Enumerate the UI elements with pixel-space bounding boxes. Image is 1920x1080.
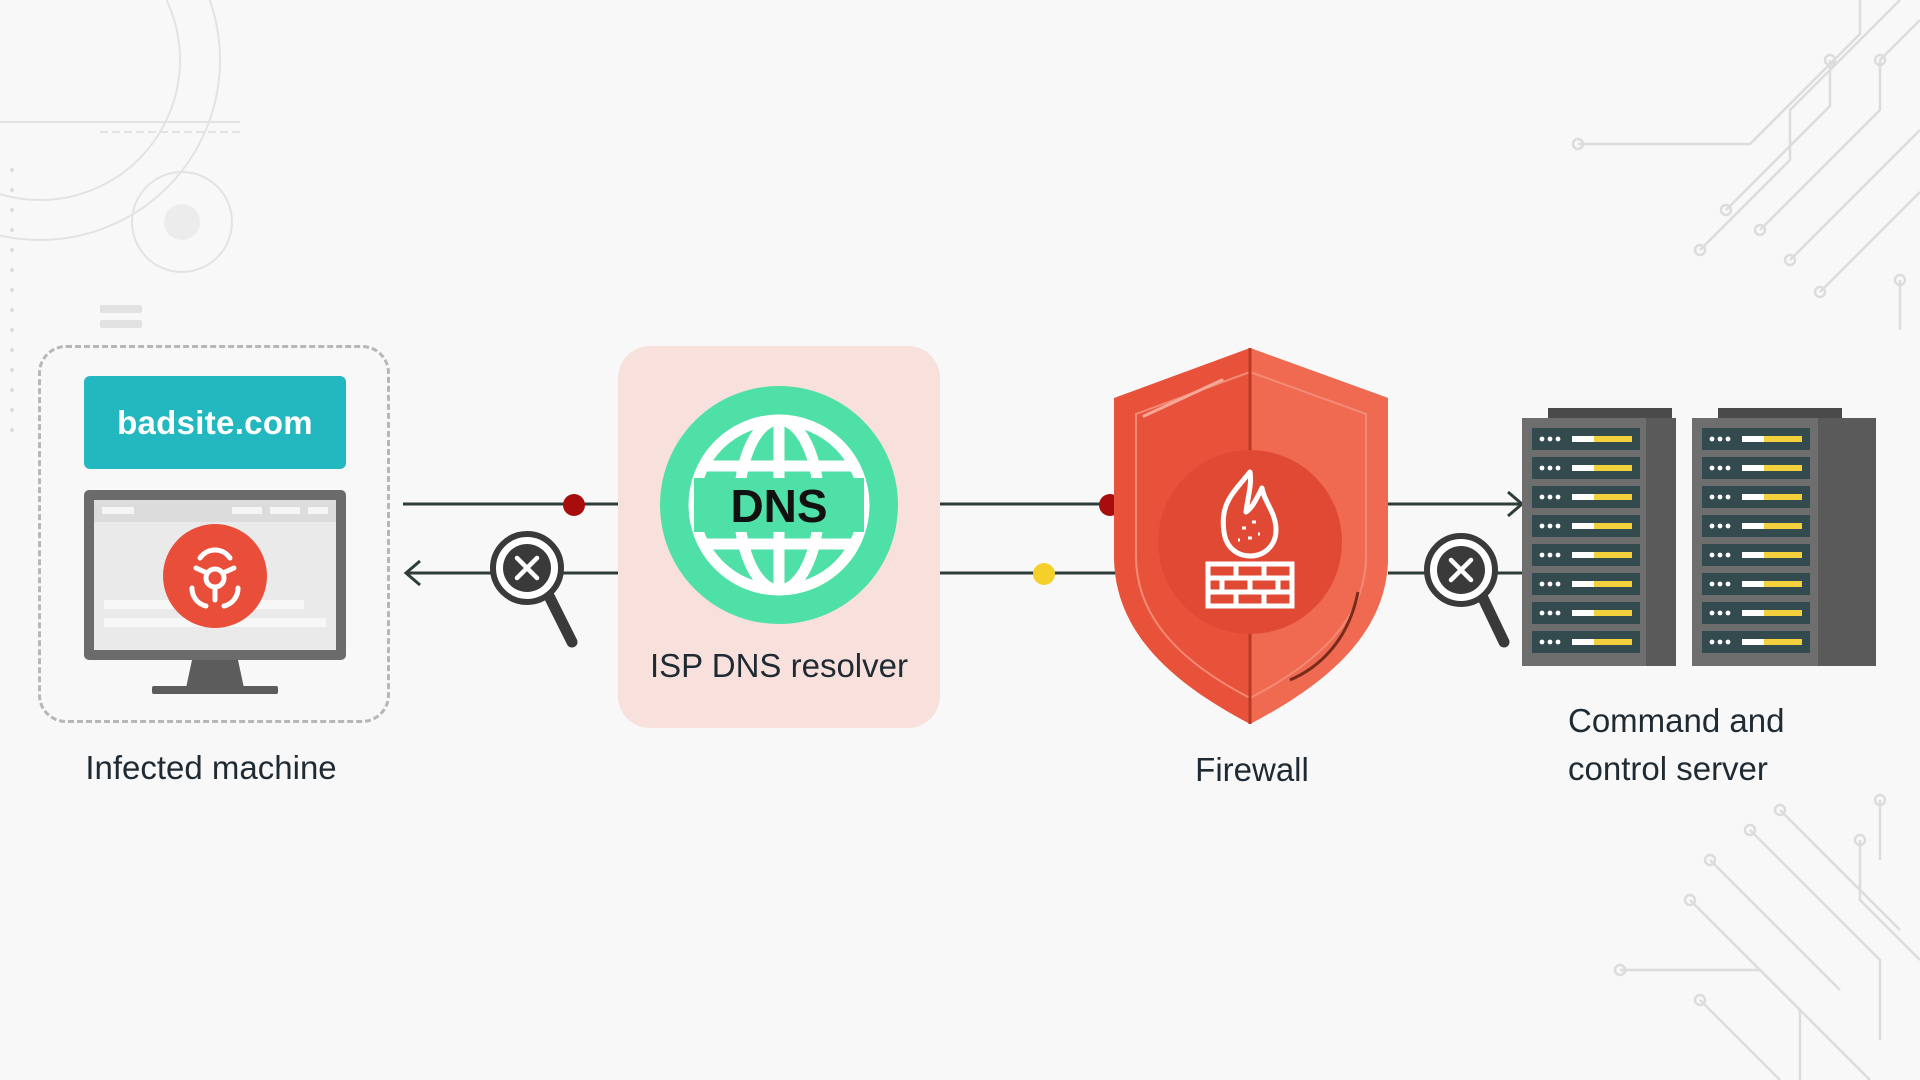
circuit-bottom-right-decoration — [1613, 793, 1920, 1080]
server-unit — [1532, 457, 1640, 479]
infected-machine-label: Infected machine — [85, 749, 337, 786]
server-unit — [1702, 602, 1810, 624]
infected-machine-frame — [38, 345, 390, 723]
dns-resolver-label: ISP DNS resolver — [650, 647, 908, 684]
firewall-label: Firewall — [1195, 751, 1309, 788]
dotted-left-edge-decoration — [10, 168, 14, 432]
server-unit — [1532, 486, 1640, 508]
server-unit — [1702, 544, 1810, 566]
circuit-top-right-decoration — [1571, 0, 1920, 330]
arrow-left-icon — [403, 559, 421, 587]
firewall-emblem — [1158, 450, 1342, 634]
server-rack-icon — [1522, 408, 1876, 666]
flame-icon — [1220, 469, 1279, 559]
packet-yellow — [1033, 563, 1055, 585]
server-unit — [1532, 631, 1640, 653]
brick-wall-icon — [1205, 561, 1295, 609]
cc-server-label: Command and control server — [1568, 702, 1785, 787]
server-unit — [1532, 602, 1640, 624]
server-unit — [1702, 573, 1810, 595]
packet-red — [563, 494, 585, 516]
magnifier-blocked-icon — [1424, 533, 1510, 648]
server-unit — [1532, 544, 1640, 566]
server-unit — [1702, 486, 1810, 508]
server-rack-right — [1692, 408, 1876, 666]
globe-icon: DNS — [660, 386, 898, 624]
shield-icon — [1114, 348, 1388, 724]
monitor-icon — [84, 490, 346, 694]
server-unit — [1702, 428, 1810, 450]
biohazard-icon — [163, 524, 267, 628]
server-unit — [1532, 573, 1640, 595]
dns-globe-text: DNS — [730, 480, 827, 532]
url-badge: badsite.com — [84, 376, 346, 469]
server-rack-left — [1522, 408, 1676, 666]
server-unit — [1702, 457, 1810, 479]
dots-decoration — [100, 305, 142, 328]
server-unit — [1702, 631, 1810, 653]
server-unit — [1532, 428, 1640, 450]
server-unit — [1702, 515, 1810, 537]
circle-decoration — [0, 0, 240, 273]
magnifier-blocked-icon — [490, 531, 578, 648]
server-unit — [1532, 515, 1640, 537]
